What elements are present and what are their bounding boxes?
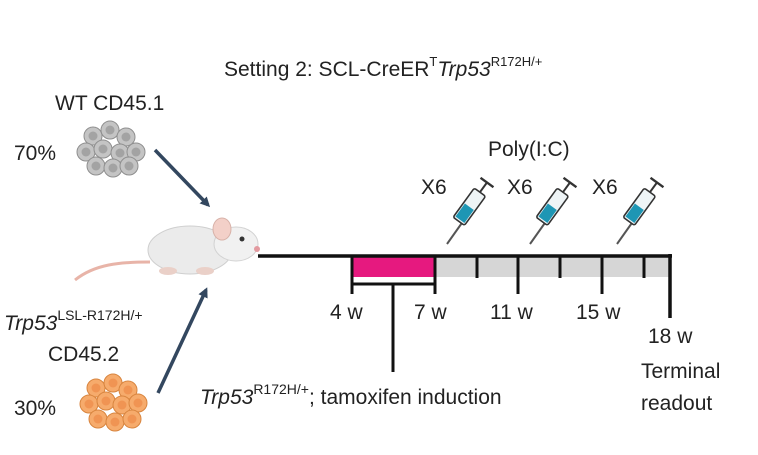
mouse-icon — [74, 217, 260, 282]
week-label-11: 11 w — [490, 301, 534, 324]
injection-count-3: X6 — [592, 176, 618, 199]
syringe-icon — [528, 176, 578, 246]
donor-mutant-percent: 30% — [14, 397, 56, 420]
wt-cell-cluster-icon — [76, 120, 146, 178]
donor-mutant-label: Trp53LSL-R172H/+ — [4, 307, 143, 335]
week-label-7: 7 w — [414, 301, 448, 324]
induction-note: Trp53R172H/+; tamoxifen induction — [200, 381, 502, 409]
arrow-mutant-to-mouse — [156, 287, 208, 394]
donor-wt-label: WT CD45.1 — [55, 92, 164, 115]
induction-period-bar — [352, 257, 435, 277]
readout-label: readout — [641, 392, 712, 415]
treatment-label: Poly(I:C) — [488, 138, 570, 161]
injection-count-2: X6 — [507, 176, 533, 199]
donor-wt-percent: 70% — [14, 142, 56, 165]
week-label-18: 18 w — [648, 325, 693, 348]
week-label-15: 15 w — [576, 301, 621, 324]
mutant-cell-cluster-icon — [79, 373, 148, 432]
arrow-wt-to-mouse — [153, 148, 211, 208]
week-label-4: 4 w — [330, 301, 364, 324]
donor-mutant-marker: CD45.2 — [48, 343, 119, 366]
terminal-label: Terminal — [641, 360, 720, 383]
injection-count-1: X6 — [421, 176, 447, 199]
diagram-title: Setting 2: SCL-CreERTTrp53R172H/+ — [224, 54, 542, 81]
post-induction-bar — [435, 257, 670, 277]
syringe-icon — [615, 176, 665, 246]
syringe-icon — [445, 176, 495, 246]
